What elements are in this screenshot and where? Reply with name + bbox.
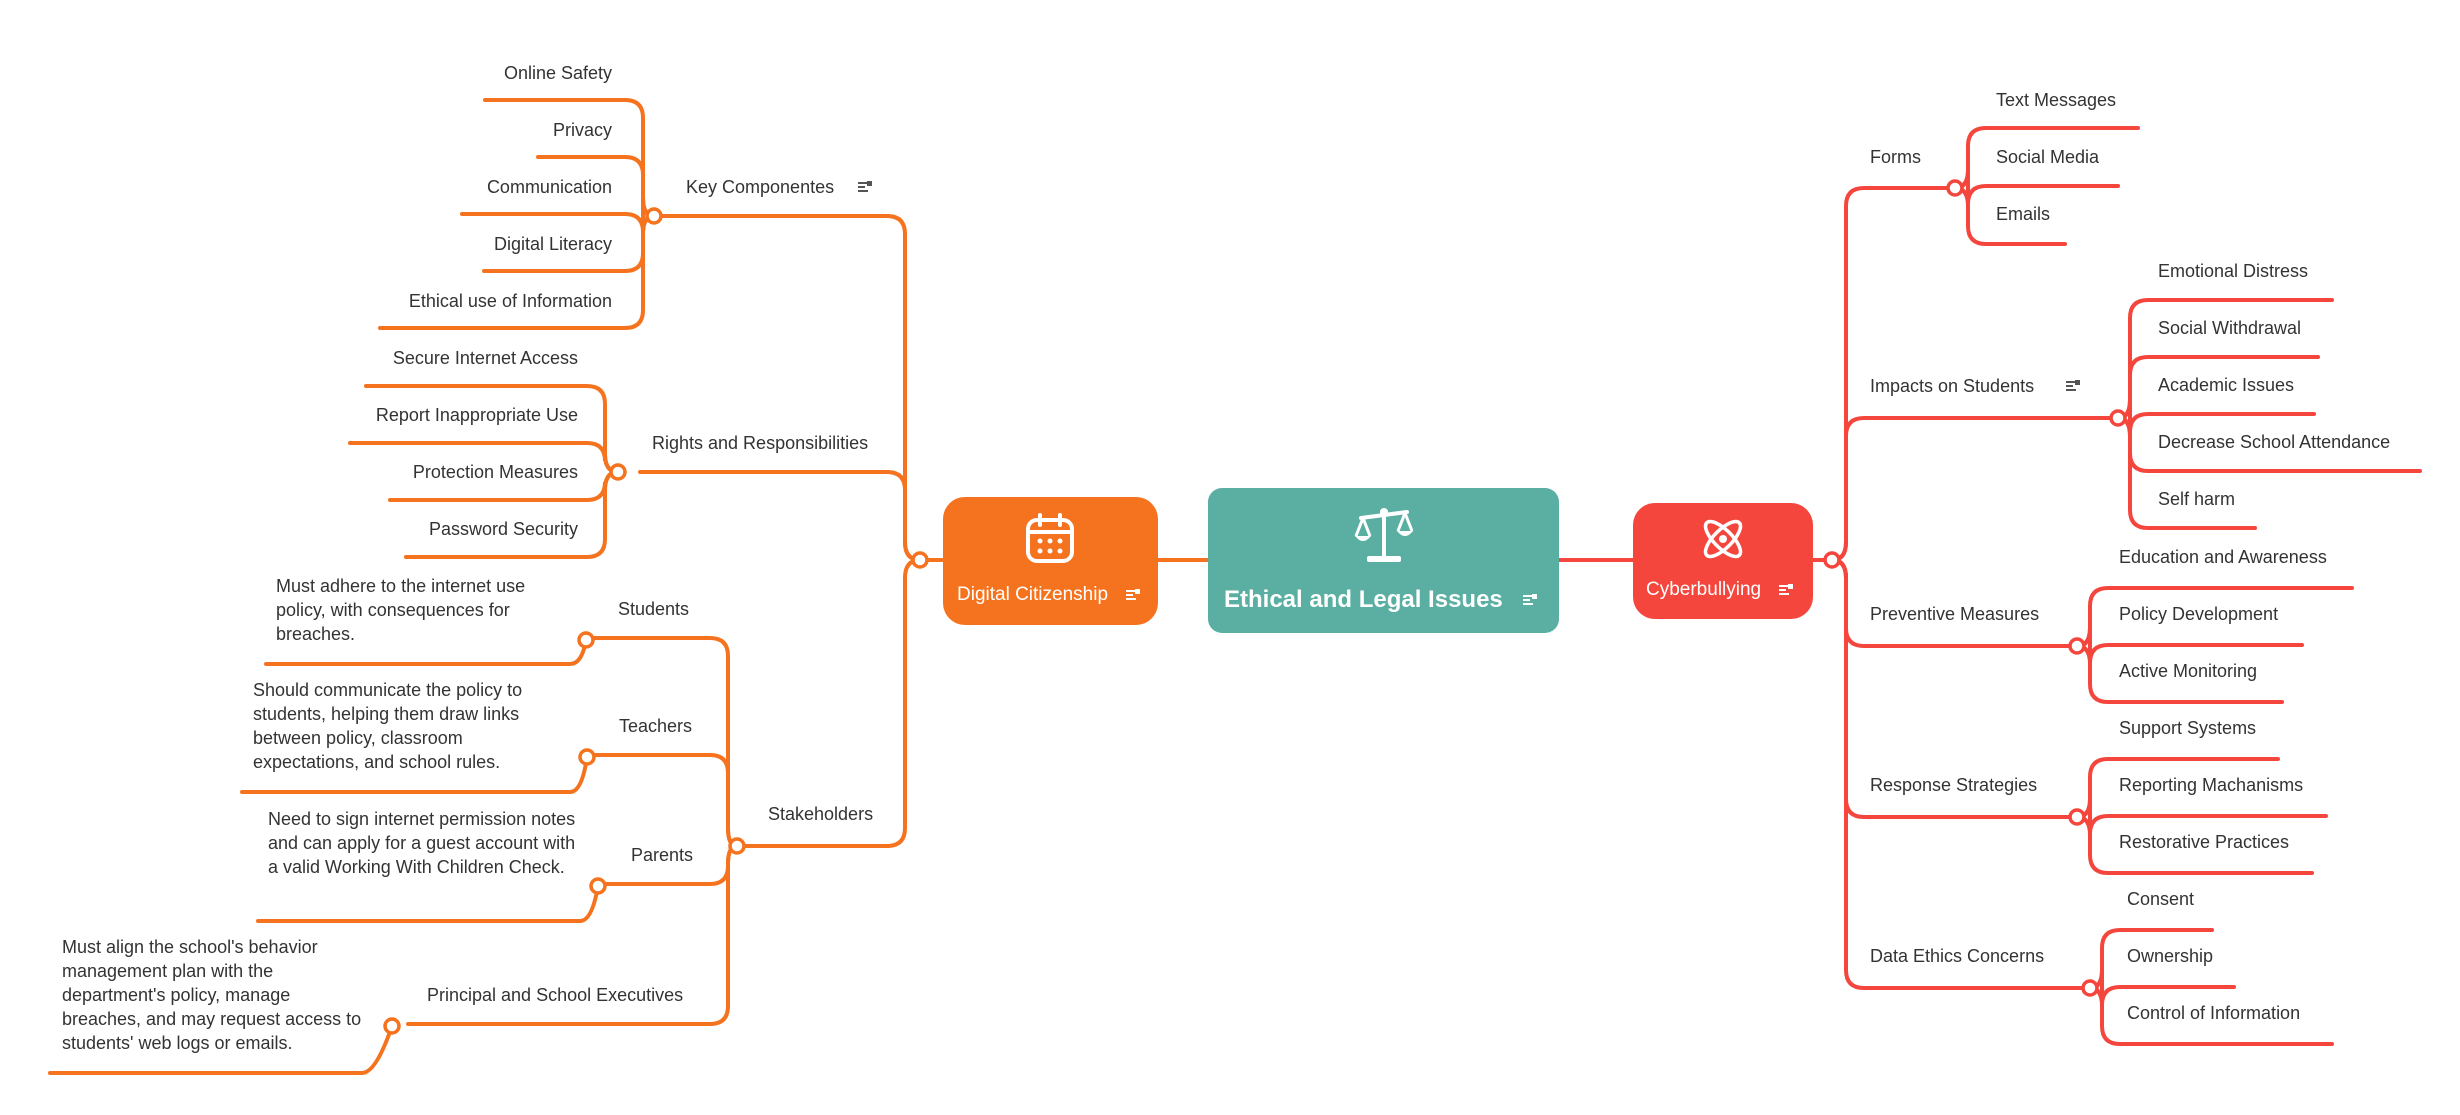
collapse-toggle[interactable] [589,877,607,895]
collapse-toggle[interactable] [728,837,746,855]
collapse-toggle[interactable] [2081,979,2099,997]
leaf-emails[interactable]: Emails [1996,204,2051,224]
connector-line [652,214,922,562]
leaf-online-safety[interactable]: Online Safety [503,63,612,83]
leaf-restorative-practices[interactable]: Restorative Practices [2119,832,2290,852]
connector-line [404,470,620,559]
connector-line [1830,416,2120,562]
subtopic-preventive-measures[interactable]: Preventive Measures [1870,604,2040,624]
connector-line [460,197,656,233]
leaf-policy-development[interactable]: Policy Development [2119,604,2279,624]
stakeholder-students[interactable]: Students [618,599,690,619]
leaf-text-messages[interactable]: Text Messages [1996,90,2117,110]
note-icon[interactable] [1523,594,1537,606]
note-icon[interactable] [2066,380,2080,392]
collapse-toggle[interactable] [577,631,595,649]
note-icon[interactable] [858,181,872,193]
leaf-decrease-attendance[interactable]: Decrease School Attendance [2158,432,2391,452]
collapse-toggle[interactable] [2109,409,2127,427]
connector-line [638,470,922,562]
subtopic-impacts-on-students[interactable]: Impacts on Students [1870,376,2035,396]
subtopic-rights-responsibilities[interactable]: Rights and Responsibilities [652,433,869,453]
leaf-reporting-machanisms[interactable]: Reporting Machanisms [2119,775,2304,795]
calendar-icon [1026,513,1074,563]
atom-icon [1703,519,1743,559]
topic-digital-citizenship[interactable]: Digital Citizenship [943,497,1158,625]
leaf-secure-internet-access[interactable]: Secure Internet Access [392,348,578,368]
stakeholder-teachers-detail: Should communicate the policy to student… [253,680,523,772]
leaf-password-security[interactable]: Password Security [428,519,578,539]
leaf-emotional-distress[interactable]: Emotional Distress [2158,261,2309,281]
connector-line [1953,169,2120,205]
leaf-communication[interactable]: Communication [486,177,612,197]
leaf-self-harm[interactable]: Self harm [2158,489,2236,509]
connector-line [2088,969,2236,1006]
leaf-report-inappropriate-use[interactable]: Report Inappropriate Use [375,405,578,425]
leaf-support-systems[interactable]: Support Systems [2119,718,2257,738]
scales-icon [1354,508,1414,562]
leaf-social-withdrawal[interactable]: Social Withdrawal [2158,318,2302,338]
connector-line [588,636,739,848]
leaf-education-awareness[interactable]: Education and Awareness [2119,547,2327,567]
leaf-privacy[interactable]: Privacy [552,120,612,140]
leaf-academic-issues[interactable]: Academic Issues [2158,375,2295,395]
note-icon[interactable] [1126,589,1140,601]
subtopic-data-ethics-concerns[interactable]: Data Ethics Concerns [1870,946,2045,966]
subtopic-forms[interactable]: Forms [1870,147,1921,167]
collapse-toggle[interactable] [383,1017,401,1035]
topic-digital-citizenship-title: Digital Citizenship [957,584,1109,605]
connector-line [2075,798,2328,835]
stakeholder-principal-detail: Must align the school's behavior managem… [62,937,362,1053]
leaf-active-monitoring[interactable]: Active Monitoring [2119,661,2258,681]
connector-line [2075,627,2304,664]
leaf-digital-literacy[interactable]: Digital Literacy [493,234,612,254]
collapse-toggle[interactable] [609,463,627,481]
collapse-toggle[interactable] [1946,179,1964,197]
central-topic[interactable]: Ethical and Legal Issues [1208,488,1559,633]
stakeholder-principal[interactable]: Principal and School Executives [427,985,684,1005]
note-icon[interactable] [1779,584,1793,596]
subtopic-stakeholders[interactable]: Stakeholders [768,804,874,824]
collapse-toggle[interactable] [578,748,596,766]
stakeholder-parents[interactable]: Parents [631,845,694,865]
collapse-toggle[interactable] [911,551,929,569]
collapse-toggle[interactable] [2068,637,2086,655]
leaf-ownership[interactable]: Ownership [2127,946,2214,966]
stakeholder-students-detail: Must adhere to the internet use policy, … [276,576,526,644]
leaf-ethical-use[interactable]: Ethical use of Information [408,291,612,311]
leaf-social-media[interactable]: Social Media [1996,147,2100,167]
collapse-toggle[interactable] [2068,808,2086,826]
connector-line [48,1024,394,1075]
topic-cyberbullying[interactable]: Cyberbullying [1633,503,1813,619]
subtopic-key-componentes[interactable]: Key Componentes [686,177,835,197]
subtopic-response-strategies[interactable]: Response Strategies [1870,775,2038,795]
leaf-protection-measures[interactable]: Protection Measures [412,462,578,482]
connector-line [2116,399,2316,433]
collapse-toggle[interactable] [645,207,663,225]
leaf-control-of-information[interactable]: Control of Information [2127,1003,2301,1023]
stakeholder-teachers[interactable]: Teachers [619,716,693,736]
central-topic-title: Ethical and Legal Issues [1224,586,1503,613]
topic-cyberbullying-title: Cyberbullying [1646,579,1762,600]
connector-line [588,753,739,848]
connector-line [256,884,600,923]
stakeholder-parents-detail: Need to sign internet permission notes a… [268,809,576,877]
collapse-toggle[interactable] [1823,551,1841,569]
leaf-consent[interactable]: Consent [2127,889,2195,909]
